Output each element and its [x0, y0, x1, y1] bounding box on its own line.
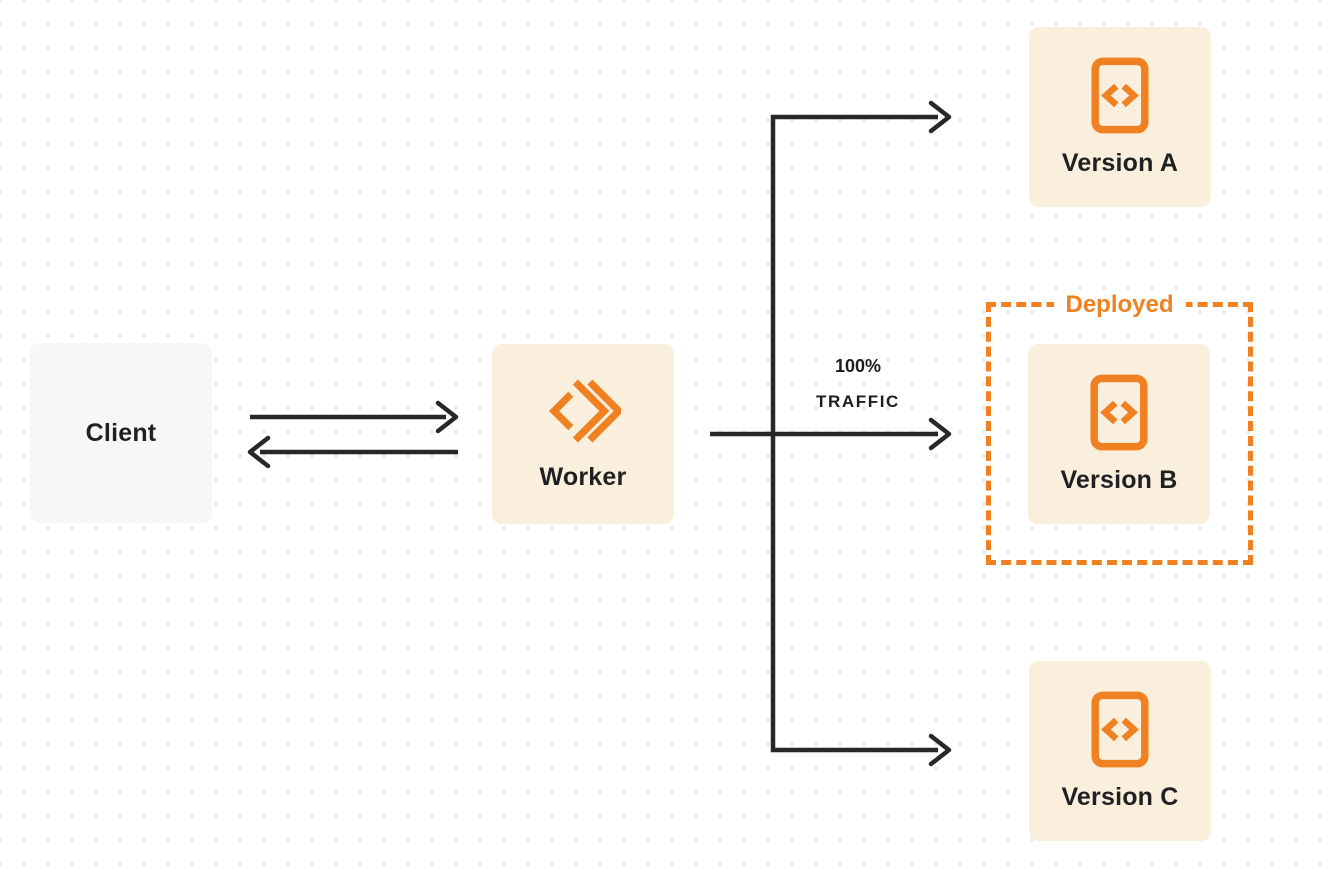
version-b-label: Version B	[1060, 465, 1178, 494]
worker-node: Worker	[492, 344, 674, 524]
version-b-node: Version B	[1028, 344, 1210, 524]
client-label: Client	[85, 418, 157, 447]
client-request-arrow	[250, 400, 459, 434]
branch-trunk	[770, 114, 938, 753]
traffic-percent: 100%	[834, 356, 882, 376]
traffic-word: TRAFFIC	[816, 392, 900, 411]
traffic-label: 100% TRAFFIC	[780, 349, 936, 419]
code-file-icon	[1091, 691, 1149, 773]
client-node: Client	[30, 343, 212, 523]
deployed-label: Deployed	[1053, 290, 1186, 320]
code-file-icon	[1091, 57, 1149, 139]
code-file-icon	[1090, 374, 1148, 456]
branch-to-version-a-arrowhead	[928, 100, 952, 134]
version-c-node: Version C	[1029, 661, 1211, 841]
version-a-label: Version A	[1061, 148, 1179, 177]
branch-to-version-c-arrowhead	[928, 733, 952, 767]
worker-response-arrow	[247, 435, 458, 469]
deployed-boundary: Deployed	[986, 290, 1253, 565]
version-a-node: Version A	[1029, 27, 1211, 207]
version-c-label: Version C	[1061, 782, 1179, 811]
worker-label: Worker	[539, 463, 627, 491]
workers-logo-icon	[545, 376, 624, 451]
worker-to-version-b-arrow	[710, 417, 952, 451]
